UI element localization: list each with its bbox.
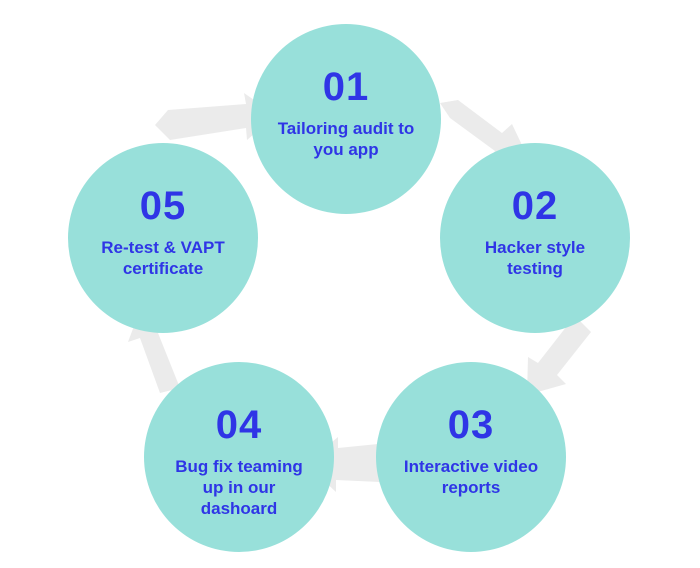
step-number: 01 xyxy=(322,65,370,109)
step-03-circle: 03 Interactive video reports xyxy=(376,362,566,552)
step-02-circle: 02 Hacker style testing xyxy=(440,143,630,333)
step-number: 02 xyxy=(511,184,559,228)
step-label: Re-test & VAPT certificate xyxy=(101,238,225,278)
arrow-2-to-3 xyxy=(527,318,591,395)
step-label: Bug fix teaming up in our dashoard xyxy=(175,457,303,518)
step-number: 03 xyxy=(447,403,495,447)
step-number: 05 xyxy=(139,184,187,228)
step-number: 04 xyxy=(215,403,263,447)
step-label: Hacker style testing xyxy=(484,238,586,278)
arrow-4-to-5 xyxy=(128,310,180,393)
arrow-5-to-1 xyxy=(155,93,276,140)
step-05-circle: 05 Re-test & VAPT certificate xyxy=(68,143,258,333)
step-04-circle: 04 Bug fix teaming up in our dashoard xyxy=(144,362,334,552)
step-label: Tailoring audit to you app xyxy=(277,119,415,159)
step-01-circle: 01 Tailoring audit to you app xyxy=(251,24,441,214)
step-label: Interactive video reports xyxy=(403,457,539,497)
